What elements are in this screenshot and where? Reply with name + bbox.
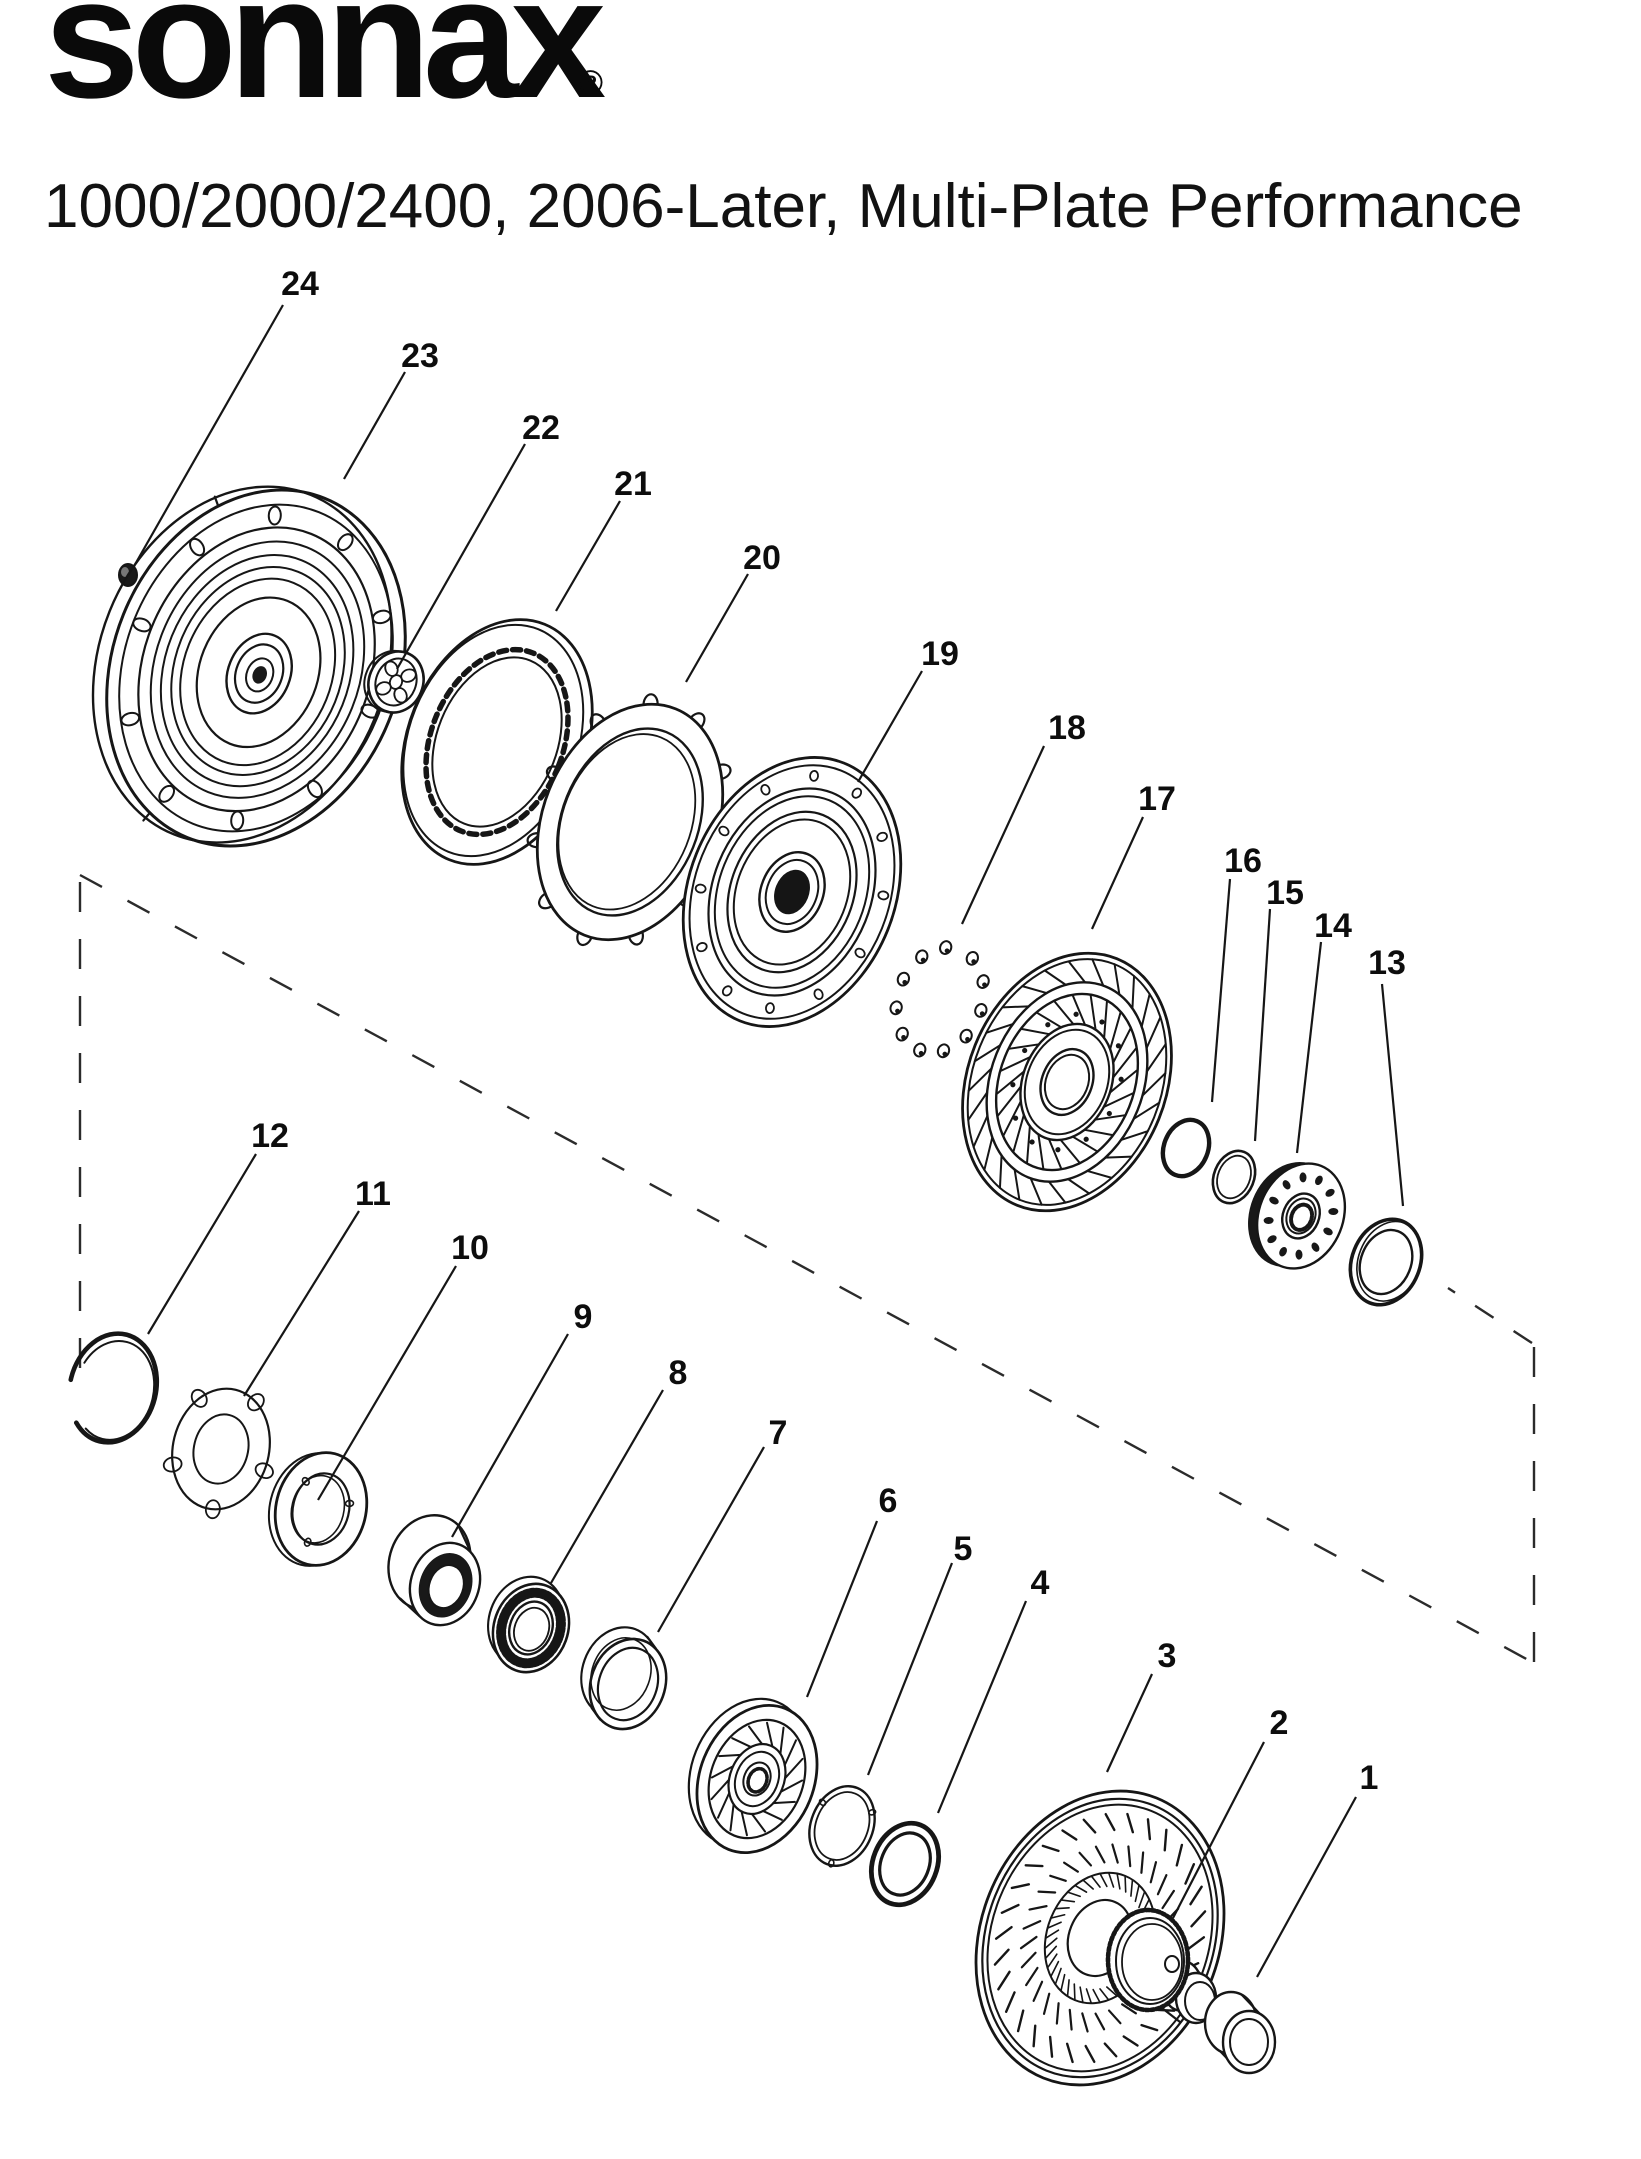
callout-leader-12 (147, 1153, 257, 1335)
part-10-bearing-race (267, 1451, 369, 1567)
callout-leader-9 (451, 1333, 569, 1538)
part-14-hub-flange (1248, 1162, 1347, 1270)
callout-leader-10 (317, 1265, 457, 1501)
callout-label-7: 7 (769, 1414, 788, 1452)
callout-leader-11 (243, 1210, 360, 1397)
callout-label-8: 8 (669, 1354, 688, 1392)
callout-label-21: 21 (614, 465, 652, 503)
callout-label-15: 15 (1266, 874, 1304, 912)
callout-leader-14 (1295, 941, 1323, 1154)
callout-label-4: 4 (1031, 1564, 1050, 1602)
callout-leader-18 (961, 745, 1045, 925)
callout-leader-13 (1380, 983, 1405, 1207)
callout-leader-3 (1106, 1673, 1153, 1773)
callout-leader-21 (555, 500, 621, 612)
callout-label-5: 5 (954, 1530, 973, 1568)
callout-leader-24 (132, 304, 284, 569)
callout-label-6: 6 (879, 1482, 898, 1520)
callout-leader-22 (396, 443, 526, 670)
part-2-pump-hub (1105, 1907, 1218, 2025)
page-title: 1000/2000/2400, 2006-Later, Multi-Plate … (44, 176, 1523, 238)
callout-leader-23 (343, 371, 406, 480)
callout-label-14: 14 (1314, 907, 1352, 945)
callout-label-23: 23 (401, 337, 439, 375)
axis-dashed-boundary (78, 873, 1536, 1664)
part-1-bushing (1203, 1990, 1277, 2075)
callout-leader-5 (866, 1562, 954, 1776)
part-12-snap-ring (66, 1331, 160, 1445)
callout-leader-4 (936, 1600, 1028, 1814)
callout-leader-6 (805, 1520, 879, 1698)
callout-leader-17 (1090, 816, 1145, 930)
part-23-front-cover (91, 485, 411, 848)
callout-leader-2 (1172, 1741, 1265, 1919)
registered-mark-icon: ® (578, 64, 604, 102)
callout-label-12: 12 (251, 1117, 289, 1155)
part-17-turbine (961, 951, 1173, 1213)
part-4-o-ring (869, 1820, 941, 1908)
callout-label-22: 22 (522, 409, 560, 447)
part-5-retainer-ring (808, 1785, 877, 1868)
part-22-retainer (363, 649, 425, 714)
callout-label-3: 3 (1158, 1637, 1177, 1675)
part-6-stator-assembly (687, 1697, 819, 1855)
callout-leader-8 (550, 1389, 664, 1584)
callout-label-10: 10 (451, 1229, 489, 1267)
callout-leader-20 (685, 573, 749, 683)
brand-logo: sonnax (44, 0, 606, 134)
axis-dashed-segment (79, 873, 1533, 1664)
callout-label-2: 2 (1270, 1704, 1289, 1742)
part-11-thrust-washer (162, 1387, 274, 1520)
part-9-bearing-cup (387, 1514, 482, 1627)
part-13-washer (1348, 1217, 1424, 1307)
callout-leader-1 (1256, 1796, 1357, 1978)
part-19-piston-plate (681, 756, 903, 1028)
callout-label-17: 17 (1138, 780, 1176, 818)
callout-label-11: 11 (355, 1175, 391, 1213)
callout-label-9: 9 (574, 1298, 593, 1336)
part-20-pressure-plate (526, 693, 732, 947)
callout-leader-16 (1210, 878, 1232, 1103)
callout-label-20: 20 (743, 539, 781, 577)
part-16-o-ring (1160, 1117, 1212, 1179)
part-3-impeller (974, 1789, 1226, 2087)
callout-leader-19 (857, 670, 923, 783)
callout-leader-7 (657, 1446, 765, 1633)
callout-label-16: 16 (1224, 842, 1262, 880)
part-15-seal-ring (1211, 1149, 1257, 1205)
part-8-needle-bearing (487, 1575, 571, 1674)
callout-leader-15 (1253, 908, 1272, 1142)
callout-label-1: 1 (1360, 1759, 1379, 1797)
callout-label-13: 13 (1368, 944, 1406, 982)
callout-label-18: 18 (1048, 709, 1086, 747)
part-18-spring-set (889, 940, 990, 1059)
callout-label-19: 19 (921, 635, 959, 673)
axis-dashed-segment (1447, 1286, 1533, 1345)
part-7-race-ring (580, 1626, 668, 1731)
callout-label-24: 24 (281, 265, 319, 303)
